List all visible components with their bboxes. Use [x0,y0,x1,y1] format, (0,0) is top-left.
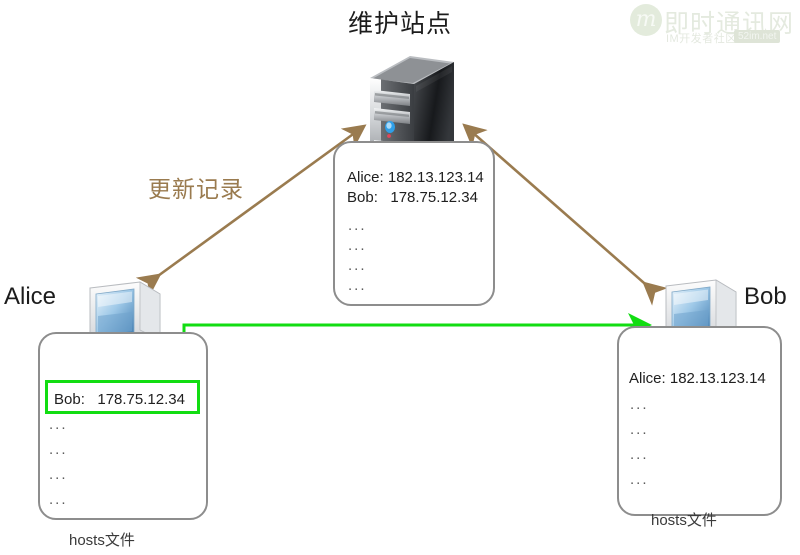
watermark-subtitle: IM开发者社区 [666,33,737,45]
alice-hosts-box: ... ... ... ... [38,332,208,520]
bob-ellipsis-1: ... [630,421,649,438]
page-title: 维护站点 [347,10,452,38]
caption-hosts-file-bob: hosts文件 [651,512,717,529]
server-ellipsis-1: ... [348,237,367,254]
watermark-logo-icon: m [630,4,662,36]
caption-hosts-file-alice: hosts文件 [69,532,135,549]
bob-ellipsis-3: ... [630,471,649,488]
server-hosts-box: Alice: 182.13.123.14 Bob: 178.75.12.34 .… [333,141,495,306]
server-ellipsis-0: ... [348,217,367,234]
alice-ellipsis-3: ... [49,491,68,508]
arrow-bob-server [462,123,668,306]
server-record-1: Bob: 178.75.12.34 [347,189,478,206]
bob-hosts-box: Alice: 182.13.123.14 ... ... ... ... [617,326,782,516]
server-ellipsis-3: ... [348,277,367,294]
alice-ellipsis-2: ... [49,466,68,483]
label-bob: Bob [744,283,787,310]
server-ellipsis-2: ... [348,257,367,274]
bob-ellipsis-0: ... [630,396,649,413]
bob-ellipsis-2: ... [630,446,649,463]
alice-ellipsis-0: ... [49,416,68,433]
server-record-0: Alice: 182.13.123.14 [347,169,484,186]
alice-highlighted-record: Bob: 178.75.12.34 [54,391,185,408]
label-update-record: 更新记录 [148,176,244,202]
watermark-domain-badge: 52im.net [734,30,781,43]
arrow-alice-server [135,124,367,297]
bob-record-0: Alice: 182.13.123.14 [629,370,766,387]
label-alice: Alice [4,283,57,310]
watermark: m 即时通讯网 IM开发者社区 52im.net [630,2,796,46]
arrow-alice-to-bob [182,313,652,398]
server-tower-icon [348,48,460,166]
alice-ellipsis-1: ... [49,441,68,458]
alice-highlight-rect: Bob: 178.75.12.34 [45,380,200,414]
